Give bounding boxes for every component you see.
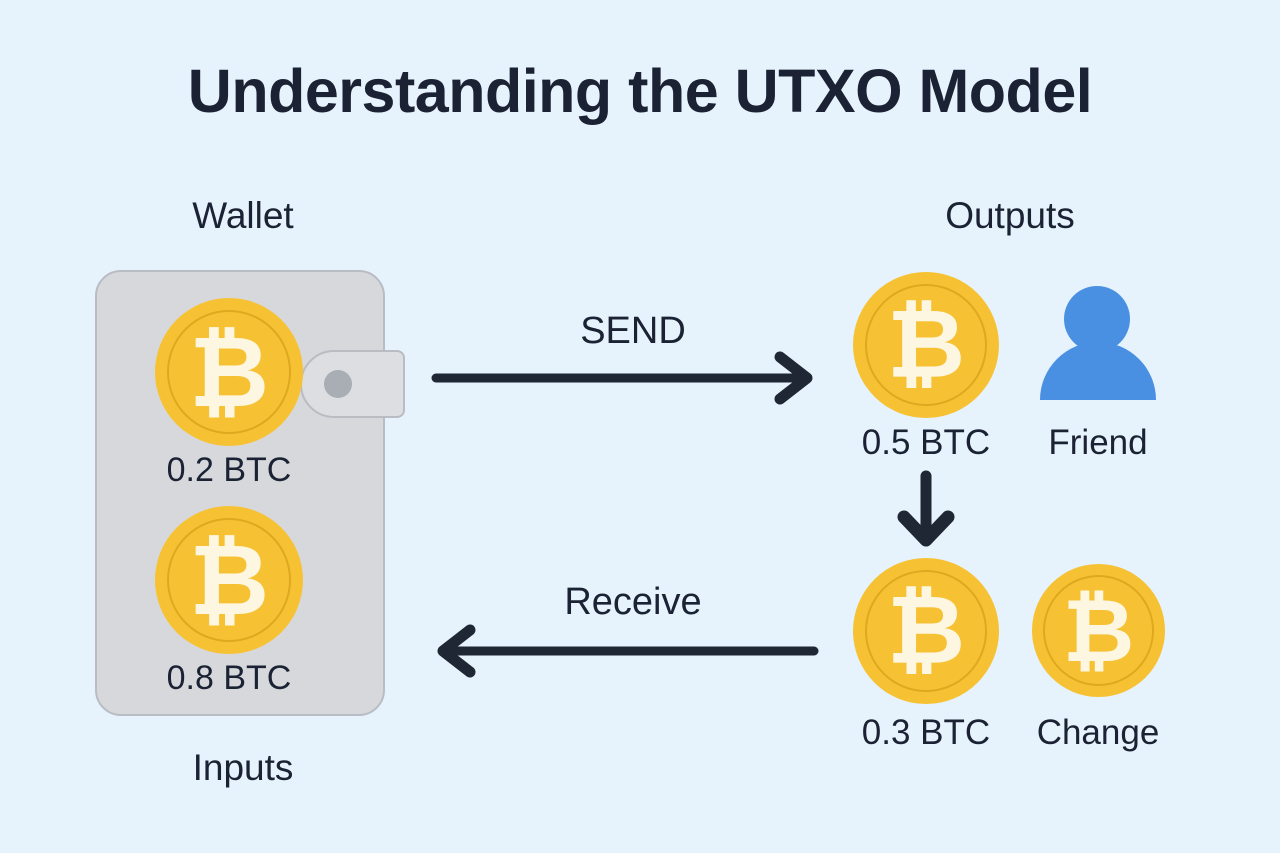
person-body-icon bbox=[1040, 342, 1156, 400]
output-coin-2-label: 0.3 BTC bbox=[861, 713, 991, 752]
coin-inner-ring bbox=[1042, 574, 1155, 687]
output-coin-1-label: 0.5 BTC bbox=[861, 423, 991, 462]
friend-label: Friend bbox=[1048, 423, 1148, 462]
wallet-clasp-icon bbox=[300, 350, 405, 418]
page-title: Understanding the UTXO Model bbox=[187, 57, 1093, 125]
inputs-section-heading: Inputs bbox=[192, 747, 294, 788]
wallet-section-heading: Wallet bbox=[192, 195, 294, 236]
outputs-section-heading: Outputs bbox=[945, 195, 1075, 236]
coin-inner-ring bbox=[166, 309, 292, 435]
coin-inner-ring bbox=[864, 569, 988, 693]
bitcoin-coin-icon: ₿ bbox=[853, 558, 999, 704]
coin-inner-ring bbox=[166, 517, 292, 643]
receive-arrow-label: Receive bbox=[564, 581, 702, 623]
wallet-input-1-label: 0.2 BTC bbox=[166, 451, 292, 489]
bitcoin-symbol: ₿ bbox=[886, 291, 966, 398]
wallet-input-2-label: 0.8 BTC bbox=[166, 659, 292, 697]
bitcoin-coin-icon: ₿ bbox=[155, 298, 303, 446]
send-arrow-label: SEND bbox=[580, 310, 686, 352]
arrow-down-icon bbox=[897, 470, 955, 547]
arrow-left-icon bbox=[437, 624, 819, 678]
person-icon bbox=[1040, 286, 1156, 400]
bitcoin-symbol: ₿ bbox=[886, 577, 966, 684]
wallet-graphic: ₿ 0.2 BTC ₿ 0.8 BTC bbox=[95, 270, 405, 716]
arrow-right-icon bbox=[431, 351, 813, 405]
bitcoin-symbol: ₿ bbox=[1062, 580, 1135, 680]
bitcoin-coin-icon: ₿ bbox=[155, 506, 303, 654]
bitcoin-symbol: ₿ bbox=[189, 317, 269, 427]
wallet-clasp-button-icon bbox=[324, 370, 352, 398]
bitcoin-coin-icon: ₿ bbox=[853, 272, 999, 418]
bitcoin-symbol: ₿ bbox=[189, 525, 269, 635]
change-coin-label: Change bbox=[1036, 713, 1160, 752]
person-head-icon bbox=[1064, 286, 1130, 352]
coin-inner-ring bbox=[864, 283, 988, 407]
bitcoin-coin-icon: ₿ bbox=[1032, 564, 1165, 697]
